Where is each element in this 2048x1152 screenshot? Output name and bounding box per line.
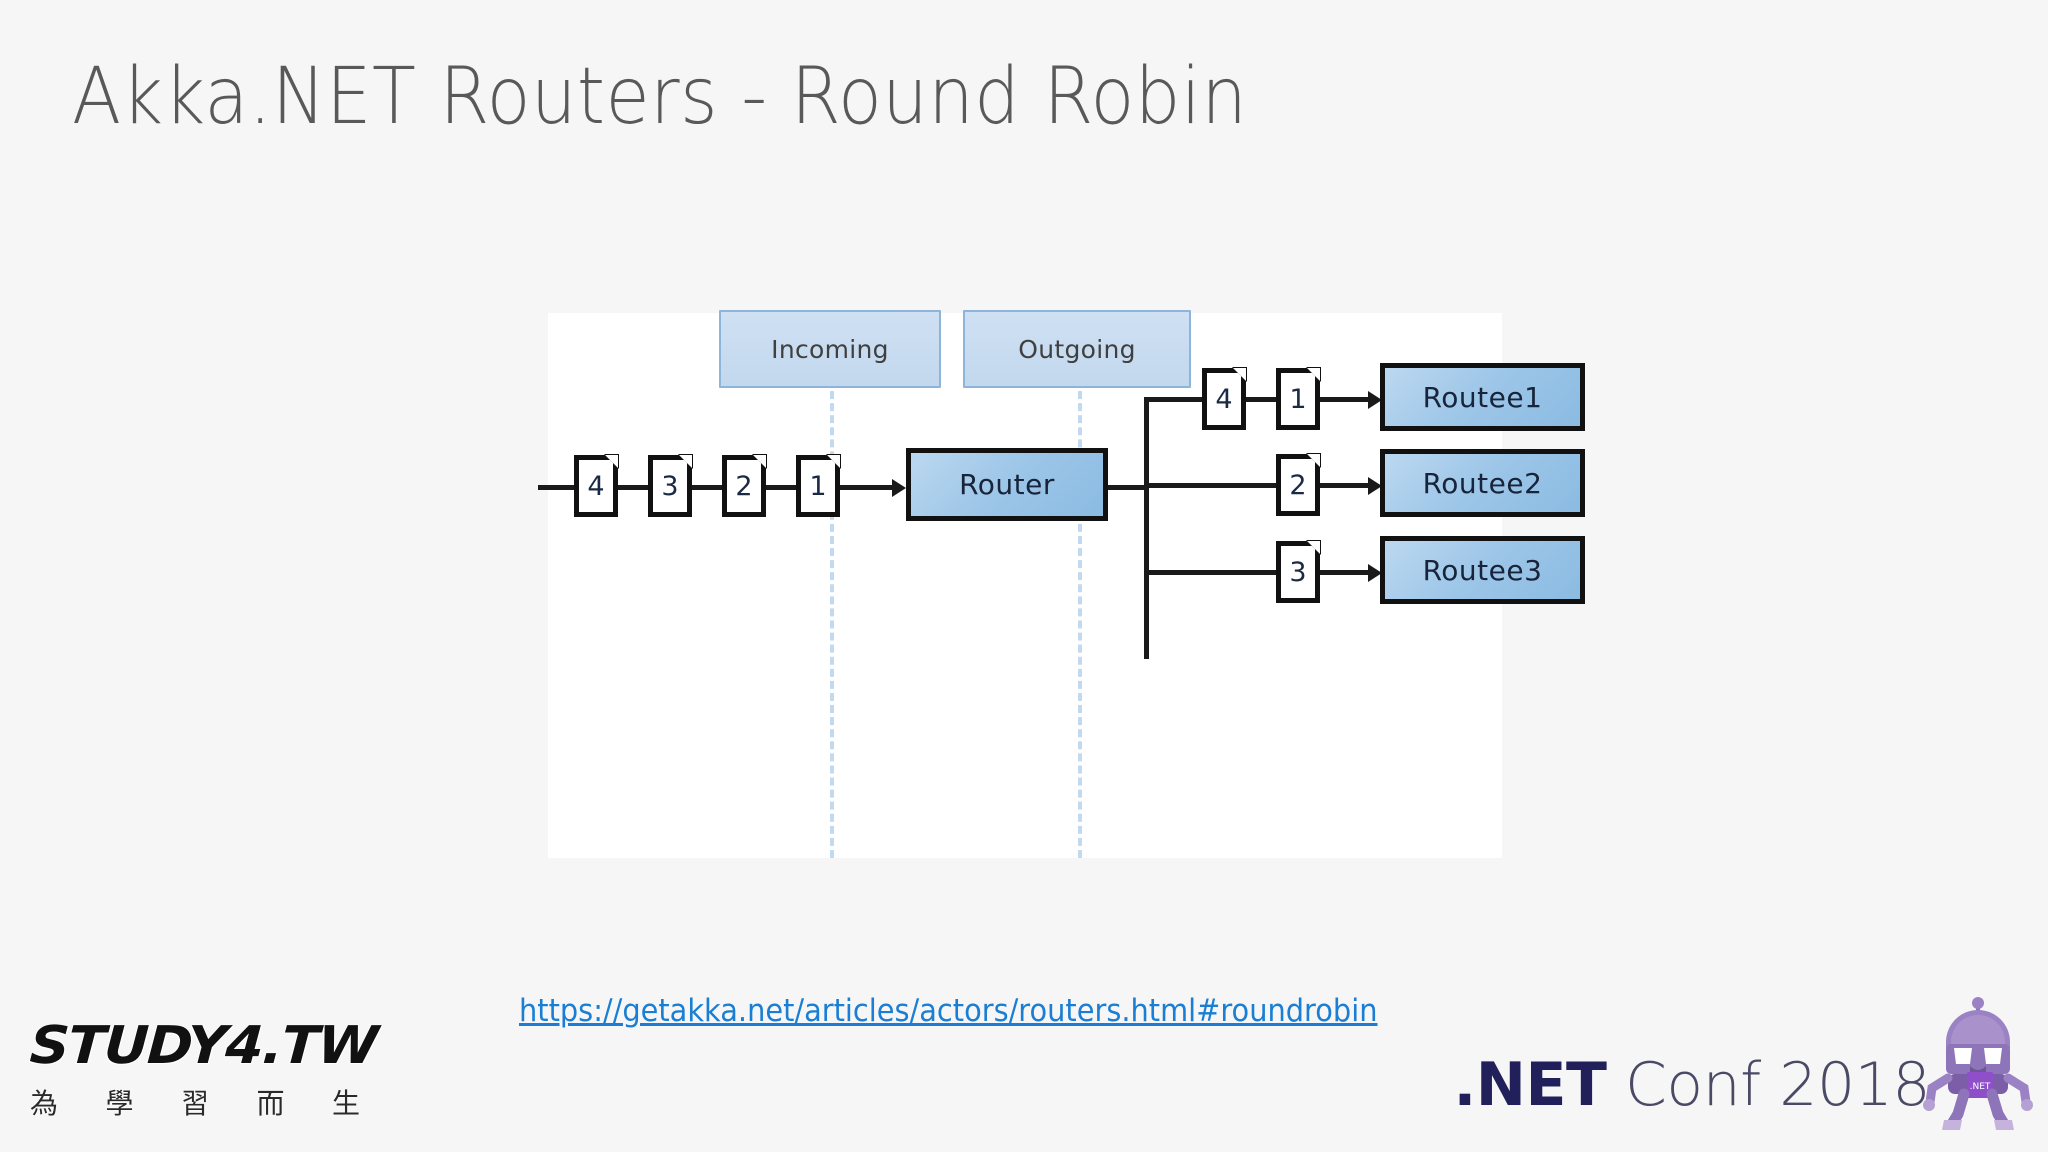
routee3-box: Routee3 bbox=[1380, 536, 1585, 604]
incoming-message-4: 4 bbox=[574, 454, 619, 517]
connector-routee1-in bbox=[1320, 397, 1372, 402]
svg-text:.NET: .NET bbox=[1970, 1082, 1991, 1092]
connector-in-3 bbox=[766, 485, 800, 490]
outgoing-message-routee2-2: 2 bbox=[1276, 453, 1321, 516]
message-label: 1 bbox=[809, 470, 827, 502]
arrow-head-routee1 bbox=[1368, 391, 1382, 409]
arrow-head-routee3 bbox=[1368, 564, 1382, 582]
lane-label-outgoing: Outgoing bbox=[1018, 334, 1136, 364]
connector-in-2 bbox=[692, 485, 726, 490]
tagline-char-1: 為 bbox=[30, 1087, 59, 1120]
incoming-message-1: 1 bbox=[796, 454, 841, 517]
connector-routee1-mid bbox=[1246, 397, 1280, 402]
connector-routee3-branch bbox=[1144, 570, 1280, 575]
tagline-char-2: 學 bbox=[105, 1087, 134, 1120]
outgoing-message-routee3-3: 3 bbox=[1276, 540, 1321, 603]
router-diagram: Incoming Outgoing 4 3 2 1 Router 4 1 Rou… bbox=[538, 310, 1585, 858]
routee-label: Routee2 bbox=[1422, 466, 1543, 500]
connector-in-router bbox=[840, 485, 896, 490]
connector-routee2-in bbox=[1320, 483, 1372, 488]
outgoing-message-routee1-4: 4 bbox=[1202, 367, 1247, 430]
netconf-wordmark: .NET Conf 2018 bbox=[1453, 1050, 1930, 1120]
tagline-char-5: 生 bbox=[331, 1087, 360, 1120]
netconf-brand: .NET bbox=[1453, 1050, 1607, 1120]
routee-label: Routee1 bbox=[1422, 380, 1543, 414]
lane-header-incoming: Incoming bbox=[719, 310, 941, 388]
study4tw-tagline: 為 學 習 而 生 bbox=[30, 1082, 360, 1122]
connector-in-1 bbox=[618, 485, 652, 490]
message-label: 1 bbox=[1289, 383, 1307, 415]
lane-label-incoming: Incoming bbox=[771, 334, 889, 364]
connector-trunk-vertical bbox=[1144, 399, 1149, 659]
message-label: 4 bbox=[587, 470, 605, 502]
routee1-box: Routee1 bbox=[1380, 363, 1585, 431]
arrow-head-routee2 bbox=[1368, 477, 1382, 495]
connector-routee3-in bbox=[1320, 570, 1372, 575]
lane-divider-outgoing bbox=[1078, 391, 1082, 858]
tagline-char-3: 習 bbox=[180, 1087, 209, 1120]
connector-in-0 bbox=[538, 485, 576, 490]
routee2-box: Routee2 bbox=[1380, 449, 1585, 517]
message-label: 4 bbox=[1215, 383, 1233, 415]
router-label: Router bbox=[959, 468, 1055, 501]
message-label: 2 bbox=[1289, 469, 1307, 501]
study4tw-wordmark: STUDY4.TW bbox=[28, 1016, 379, 1076]
connector-routee1-branch bbox=[1144, 397, 1206, 402]
message-label: 2 bbox=[735, 470, 753, 502]
tagline-char-4: 而 bbox=[256, 1087, 285, 1120]
dotnet-bot-mascot-icon: .NET bbox=[1923, 997, 2033, 1130]
router-box: Router bbox=[906, 448, 1108, 521]
lane-divider-incoming bbox=[830, 391, 834, 858]
message-label: 3 bbox=[661, 470, 679, 502]
page-title: Akka.NET Routers - Round Robin bbox=[72, 52, 1248, 142]
arrow-head-router-in bbox=[892, 479, 906, 497]
incoming-message-2: 2 bbox=[722, 454, 767, 517]
message-label: 3 bbox=[1289, 556, 1307, 588]
incoming-message-3: 3 bbox=[648, 454, 693, 517]
routee-label: Routee3 bbox=[1422, 553, 1543, 587]
netconf-rest: Conf 2018 bbox=[1606, 1050, 1931, 1120]
connector-routee2-branch bbox=[1144, 483, 1280, 488]
reference-link[interactable]: https://getakka.net/articles/actors/rout… bbox=[519, 993, 1378, 1029]
outgoing-message-routee1-1: 1 bbox=[1276, 367, 1321, 430]
lane-header-outgoing: Outgoing bbox=[963, 310, 1191, 388]
study4tw-logo: STUDY4.TW 為 學 習 而 生 bbox=[28, 1016, 378, 1122]
connector-router-out bbox=[1106, 485, 1148, 490]
